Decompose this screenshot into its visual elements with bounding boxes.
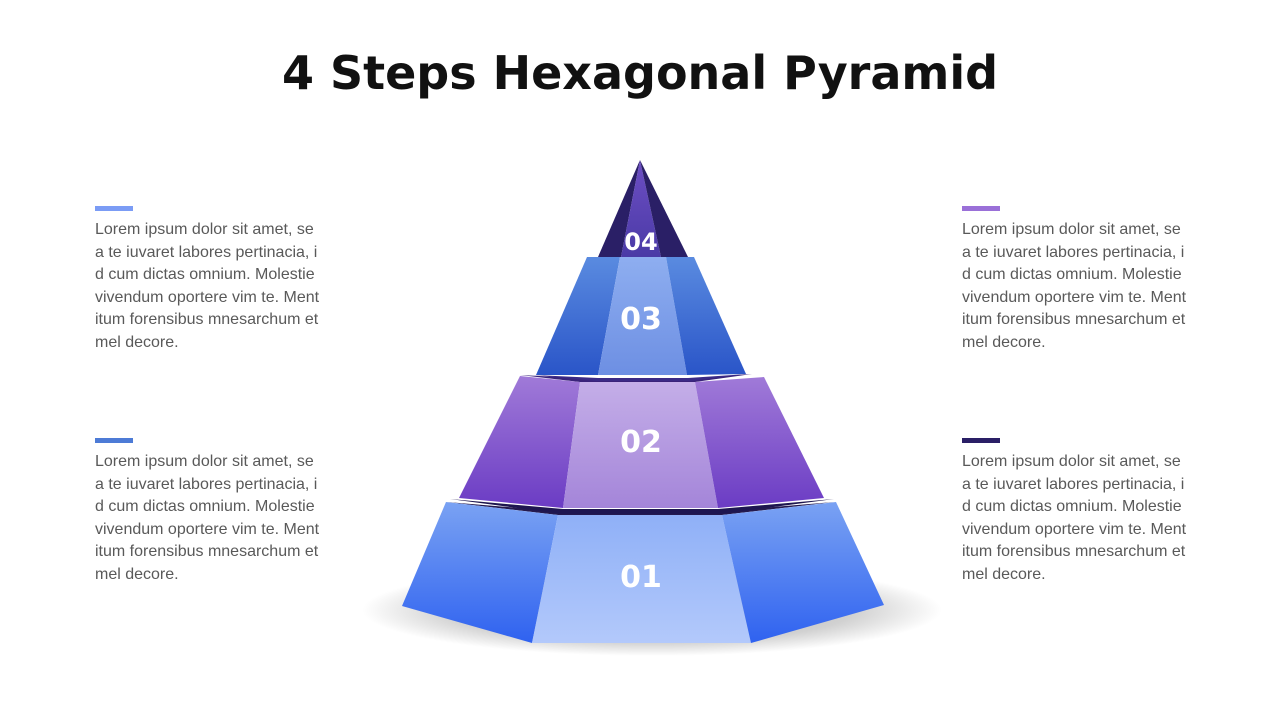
accent-bar	[962, 438, 1000, 443]
text-block-body: Lorem ipsum dolor sit amet, sea te iuvar…	[962, 453, 1187, 583]
text-block-top-right: Lorem ipsum dolor sit amet, sea te iuvar…	[962, 206, 1202, 354]
step-label-02: 02	[620, 425, 662, 460]
step-label-01: 01	[620, 560, 662, 595]
accent-bar	[95, 206, 133, 211]
text-block-bottom-left: Lorem ipsum dolor sit amet, sea te iuvar…	[95, 438, 335, 586]
step-label-04: 04	[624, 228, 657, 256]
pyramid-step-04: 04	[598, 160, 688, 257]
text-block-body: Lorem ipsum dolor sit amet, sea te iuvar…	[95, 221, 320, 351]
text-block-body: Lorem ipsum dolor sit amet, sea te iuvar…	[95, 453, 320, 583]
pyramid-step-01: 01	[402, 502, 884, 643]
text-block-body: Lorem ipsum dolor sit amet, sea te iuvar…	[962, 221, 1187, 351]
text-block-top-left: Lorem ipsum dolor sit amet, sea te iuvar…	[95, 206, 335, 354]
step-label-03: 03	[620, 302, 662, 337]
pyramid-step-02: 02	[450, 374, 834, 514]
page-title: 4 Steps Hexagonal Pyramid	[281, 46, 999, 100]
pyramid-step-03: 03	[534, 257, 748, 381]
accent-bar	[95, 438, 133, 443]
accent-bar	[962, 206, 1000, 211]
text-block-bottom-right: Lorem ipsum dolor sit amet, sea te iuvar…	[962, 438, 1202, 586]
